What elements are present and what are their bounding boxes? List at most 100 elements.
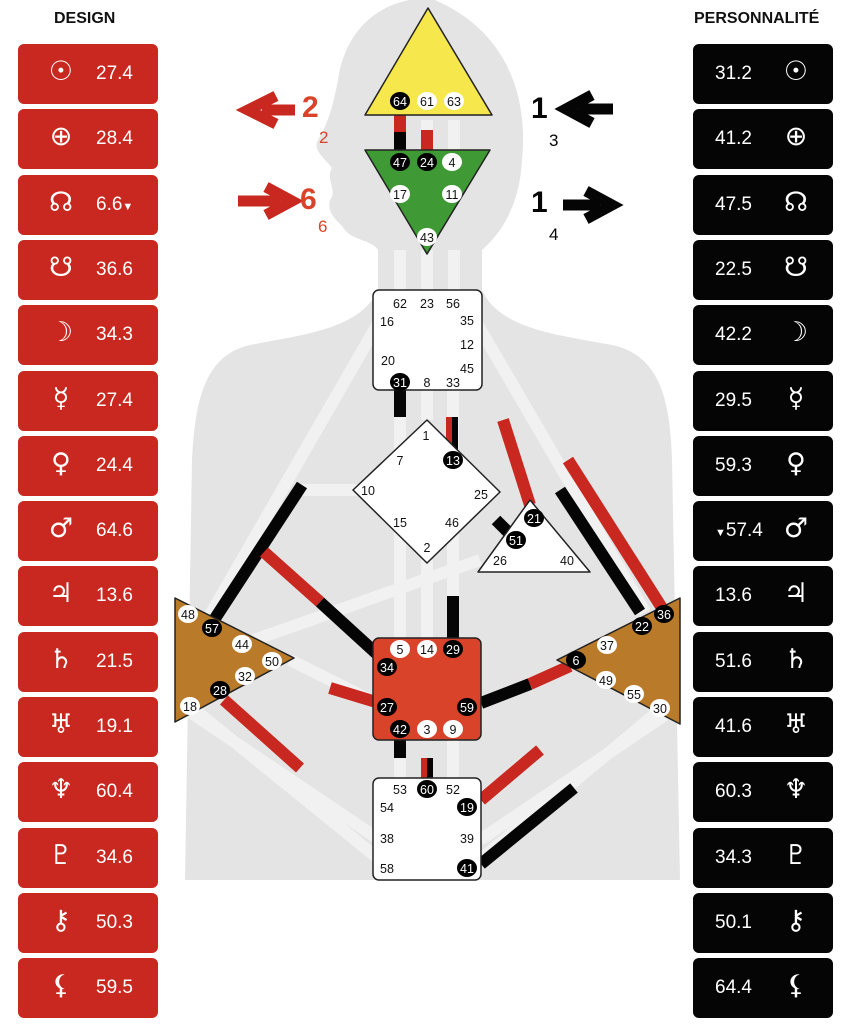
gate-15[interactable]: 15 xyxy=(393,516,407,530)
gate-59[interactable]: 59 xyxy=(457,698,477,716)
personality-row-pluto[interactable]: ♇34.3 xyxy=(693,827,833,888)
personality-row-uranus[interactable]: ♅41.6 xyxy=(693,697,833,757)
gate-60[interactable]: 60 xyxy=(417,780,437,798)
gate-14[interactable]: 14 xyxy=(417,640,437,658)
gate-3[interactable]: 3 xyxy=(417,720,437,738)
personality-row-chiron[interactable]: ⚷50.1 xyxy=(693,892,833,953)
gate-13[interactable]: 13 xyxy=(443,451,463,469)
gate-31[interactable]: 31 xyxy=(390,373,410,391)
gate-6[interactable]: 6 xyxy=(566,651,586,669)
design-row-saturn[interactable]: ♄21.5 xyxy=(18,631,158,692)
design-row-venus[interactable]: ♀24.4 xyxy=(18,435,158,496)
gate-23[interactable]: 23 xyxy=(420,297,434,311)
gate-50[interactable]: 50 xyxy=(262,652,282,670)
design-row-north-node[interactable]: ☊6.6▼ xyxy=(18,174,158,235)
gate-24[interactable]: 24 xyxy=(417,153,437,171)
gate-39[interactable]: 39 xyxy=(460,832,474,846)
throat-center[interactable] xyxy=(372,289,483,391)
design-row-south-node[interactable]: ☋36.6 xyxy=(18,239,158,300)
design-row-pluto[interactable]: ♇34.6 xyxy=(18,827,158,888)
gate-32[interactable]: 32 xyxy=(235,667,255,685)
design-row-mars[interactable]: ♂64.6 xyxy=(18,501,158,562)
gate-38[interactable]: 38 xyxy=(380,832,394,846)
gate-40[interactable]: 40 xyxy=(560,554,574,568)
gate-45[interactable]: 45 xyxy=(460,362,474,376)
gate-19[interactable]: 19 xyxy=(457,798,477,816)
gate-56[interactable]: 56 xyxy=(446,297,460,311)
personality-row-mercury[interactable]: ☿29.5 xyxy=(693,370,833,431)
gate-54[interactable]: 54 xyxy=(380,801,394,815)
design-row-uranus[interactable]: ♅19.1 xyxy=(18,697,158,757)
head-center[interactable] xyxy=(364,7,493,116)
gate-35[interactable]: 35 xyxy=(460,314,474,328)
gate-55[interactable]: 55 xyxy=(624,685,644,703)
personality-row-venus[interactable]: ♀59.3 xyxy=(693,435,833,496)
gate-48[interactable]: 48 xyxy=(178,605,198,623)
gate-16[interactable]: 16 xyxy=(380,315,394,329)
gate-17[interactable]: 17 xyxy=(390,185,410,203)
personality-row-neptune[interactable]: ♆60.3 xyxy=(693,762,833,823)
gate-28[interactable]: 28 xyxy=(210,681,230,699)
gate-52[interactable]: 52 xyxy=(446,783,460,797)
design-row-moon[interactable]: ☽34.3 xyxy=(18,305,158,366)
root-center[interactable] xyxy=(372,777,482,881)
gate-64[interactable]: 64 xyxy=(390,92,410,110)
personality-row-saturn[interactable]: ♄51.6 xyxy=(693,631,833,692)
gate-8[interactable]: 8 xyxy=(424,376,431,390)
gate-25[interactable]: 25 xyxy=(474,488,488,502)
ego-center[interactable] xyxy=(477,499,591,573)
gate-53[interactable]: 53 xyxy=(393,783,407,797)
personality-row-sun[interactable]: ☉31.2 xyxy=(693,44,833,104)
sacral-center[interactable] xyxy=(372,637,482,741)
gate-43[interactable]: 43 xyxy=(417,228,437,246)
gate-1[interactable]: 1 xyxy=(423,429,430,443)
gate-12[interactable]: 12 xyxy=(460,338,474,352)
gate-26[interactable]: 26 xyxy=(493,554,507,568)
gate-57[interactable]: 57 xyxy=(202,619,222,637)
design-row-sun[interactable]: ☉27.4 xyxy=(18,44,158,104)
gate-62[interactable]: 62 xyxy=(393,297,407,311)
gate-46[interactable]: 46 xyxy=(445,516,459,530)
gate-58[interactable]: 58 xyxy=(380,862,394,876)
gate-4[interactable]: 4 xyxy=(442,153,462,171)
gate-47[interactable]: 47 xyxy=(390,153,410,171)
gate-27[interactable]: 27 xyxy=(377,698,397,716)
gate-18[interactable]: 18 xyxy=(180,697,200,715)
design-row-mercury[interactable]: ☿27.4 xyxy=(18,370,158,431)
gate-7[interactable]: 7 xyxy=(397,454,404,468)
personality-row-earth[interactable]: ⊕41.2 xyxy=(693,109,833,170)
gate-9[interactable]: 9 xyxy=(443,720,463,738)
design-row-jupiter[interactable]: ♃13.6 xyxy=(18,566,158,627)
gate-42[interactable]: 42 xyxy=(390,720,410,738)
personality-row-lilith[interactable]: ⚸64.4 xyxy=(693,958,833,1019)
design-row-chiron[interactable]: ⚷50.3 xyxy=(18,892,158,953)
gate-49[interactable]: 49 xyxy=(596,671,616,689)
gate-51[interactable]: 51 xyxy=(506,531,526,549)
g-center[interactable] xyxy=(352,419,501,564)
gate-34[interactable]: 34 xyxy=(377,658,397,676)
personality-row-mars[interactable]: ♂▼57.4 xyxy=(693,501,833,562)
gate-36[interactable]: 36 xyxy=(654,605,674,623)
gate-33[interactable]: 33 xyxy=(446,376,460,390)
gate-22[interactable]: 22 xyxy=(632,617,652,635)
gate-10[interactable]: 10 xyxy=(361,484,375,498)
design-row-neptune[interactable]: ♆60.4 xyxy=(18,762,158,823)
gate-63[interactable]: 63 xyxy=(444,92,464,110)
personality-row-south-node[interactable]: ☋22.5 xyxy=(693,239,833,300)
gate-5[interactable]: 5 xyxy=(390,640,410,658)
gate-30[interactable]: 30 xyxy=(650,699,670,717)
design-row-earth[interactable]: ⊕28.4 xyxy=(18,109,158,170)
personality-row-jupiter[interactable]: ♃13.6 xyxy=(693,566,833,627)
gate-41[interactable]: 41 xyxy=(457,859,477,877)
personality-row-north-node[interactable]: ☊47.5 xyxy=(693,174,833,235)
gate-21[interactable]: 21 xyxy=(524,509,544,527)
personality-row-moon[interactable]: ☽42.2 xyxy=(693,305,833,366)
gate-29[interactable]: 29 xyxy=(443,640,463,658)
gate-11[interactable]: 11 xyxy=(442,185,462,203)
design-row-lilith[interactable]: ⚸59.5 xyxy=(18,958,158,1019)
gate-2[interactable]: 2 xyxy=(424,541,431,555)
gate-44[interactable]: 44 xyxy=(232,635,252,653)
gate-61[interactable]: 61 xyxy=(417,92,437,110)
gate-20[interactable]: 20 xyxy=(381,354,395,368)
gate-37[interactable]: 37 xyxy=(597,636,617,654)
